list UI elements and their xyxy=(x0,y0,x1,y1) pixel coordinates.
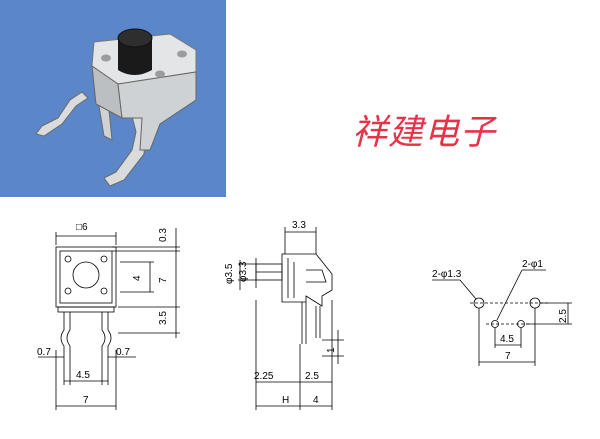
stud-icon xyxy=(155,70,165,78)
front-button-height-label: 4 xyxy=(132,275,143,281)
front-body-height-label: 7 xyxy=(158,277,169,283)
front-right-lead xyxy=(101,312,106,356)
stud-icon xyxy=(101,54,111,62)
front-view xyxy=(38,228,180,410)
peg-icon xyxy=(64,255,72,263)
body-side xyxy=(117,71,197,151)
side-inner-diameter-label: φ3.3 xyxy=(238,261,249,282)
front-left-lead xyxy=(60,312,65,356)
stud-icon xyxy=(177,50,187,58)
pcb-layout xyxy=(432,269,572,366)
pcb-hole-large-label: 2-φ1.3 xyxy=(432,269,462,280)
front-pin-spacing-label: 4.5 xyxy=(76,370,90,381)
actuator-top xyxy=(117,28,153,48)
front-body-inner xyxy=(59,250,113,304)
pcb-row-spacing-label: 2.5 xyxy=(558,309,569,323)
pcb-pin-spacing-label: 4.5 xyxy=(500,334,514,345)
brand-title: 祥建电子 xyxy=(352,113,497,153)
side-body xyxy=(281,253,333,307)
side-left-offset-label: 2.25 xyxy=(254,371,274,382)
side-height-label: H xyxy=(282,395,289,406)
tactile-switch-illustration xyxy=(35,28,197,187)
front-button xyxy=(72,261,100,289)
side-depth-label: 4 xyxy=(313,395,319,406)
front-top-width-label: □6 xyxy=(76,222,88,233)
left-lead xyxy=(35,91,89,137)
peg-icon xyxy=(64,287,72,295)
front-right-offset-label: 0.7 xyxy=(116,347,130,358)
side-view xyxy=(238,227,344,410)
pcb-hole-small-label: 2-φ1 xyxy=(522,259,543,270)
front-base xyxy=(57,306,115,313)
front-left-offset-label: 0.7 xyxy=(37,347,51,358)
product-photo xyxy=(0,0,226,197)
side-right-offset-label: 2.5 xyxy=(305,371,319,382)
front-bottom-width-label: 7 xyxy=(83,395,89,406)
side-outer-diameter-label: φ3.5 xyxy=(224,263,235,284)
peg-icon xyxy=(100,255,108,263)
peg-icon xyxy=(100,287,108,295)
front-top-gap-label: 0.3 xyxy=(158,228,169,242)
side-pin-gap-label: 1 xyxy=(326,347,337,353)
front-lower-height-label: 3.5 xyxy=(158,311,169,325)
actuator-body xyxy=(118,38,152,75)
front-body xyxy=(55,246,117,308)
side-top-width-label: 3.3 xyxy=(292,220,306,231)
pcb-total-width-label: 7 xyxy=(505,351,511,362)
